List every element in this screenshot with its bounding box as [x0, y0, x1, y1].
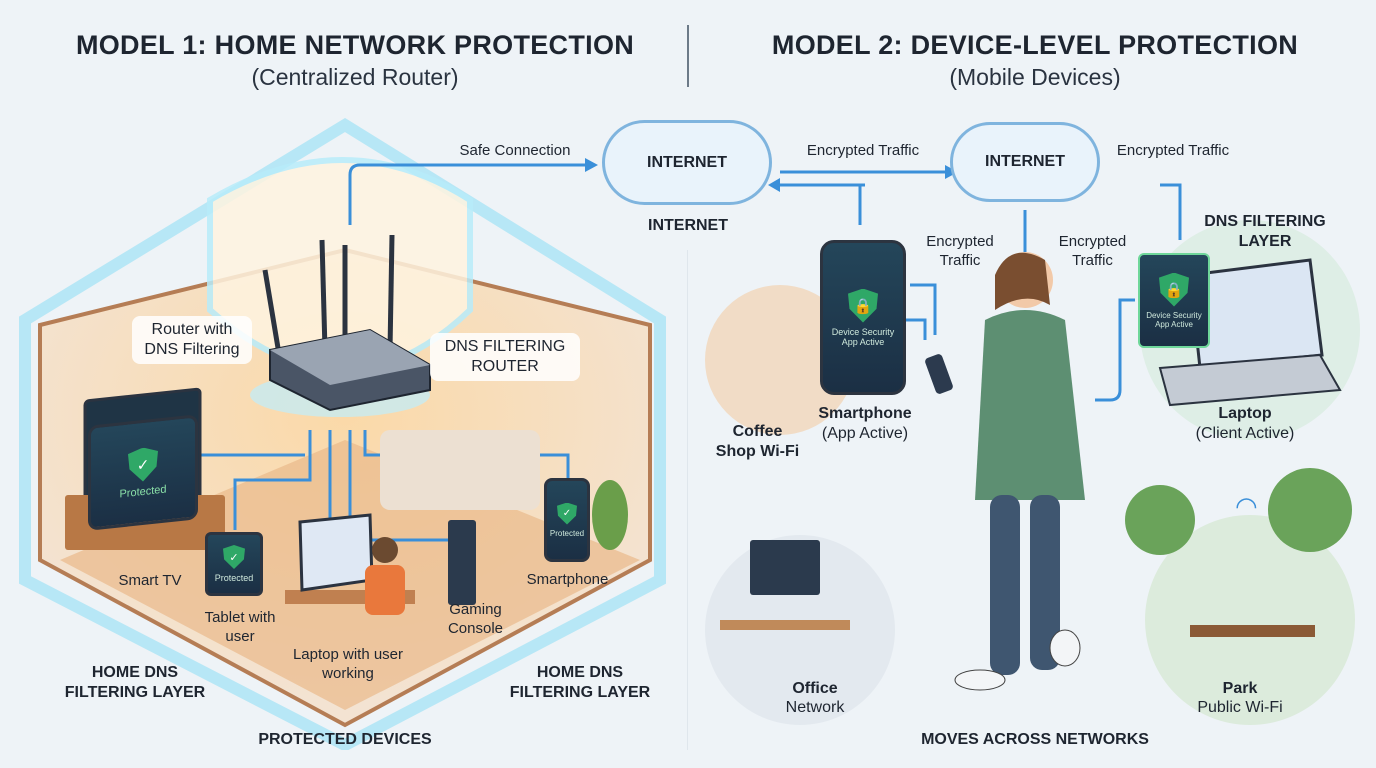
encrypted-mid-1: Encrypted Traffic [926, 233, 994, 269]
sofa [380, 430, 540, 510]
model1-title: MODEL 1: HOME NETWORK PROTECTION [75, 30, 635, 60]
label-tablet: Tablet with user [204, 609, 276, 645]
footer-protected-devices: PROTECTED DEVICES [258, 731, 432, 748]
layer-left-label: HOME DNS FILTERING LAYER [64, 664, 206, 701]
smartphone-device: 🔒 Device Security App Active [820, 240, 906, 395]
label-console: Gaming Console [447, 601, 504, 637]
internet-label: INTERNET [985, 153, 1065, 170]
coffee-shop-label: Coffee Shop Wi-Fi [715, 423, 800, 460]
shield-check-icon: ✓ [128, 446, 158, 483]
office-sub: Network [785, 699, 845, 716]
wifi-icon: ◠ [1235, 491, 1258, 521]
park-label: Park [1222, 680, 1258, 697]
person-body [365, 565, 405, 615]
label-smartphone: Smartphone [526, 571, 609, 588]
office-label: Office [792, 680, 838, 697]
woman-walking-icon [925, 252, 1085, 691]
laptop-label: Laptop [1218, 405, 1272, 422]
laptop-sub: (Client Active) [1195, 425, 1295, 442]
protected-label: Protected [549, 528, 585, 538]
smartphone-label: Smartphone [818, 405, 912, 422]
arrow-head [585, 158, 598, 172]
model2-subtitle: (Mobile Devices) [949, 64, 1121, 90]
person-icon [372, 537, 398, 563]
lock-shield-icon: 🔒 [1159, 272, 1189, 307]
internet-cloud-2: INTERNET [950, 122, 1100, 202]
safe-connection-label: Safe Connection [459, 142, 571, 159]
tree-icon [1268, 468, 1352, 552]
divider [687, 25, 689, 87]
label-smart-tv: Smart TV [118, 572, 182, 589]
internet-cloud-1: INTERNET [602, 120, 772, 205]
router-icon [250, 234, 431, 417]
arrow-head [768, 178, 780, 192]
glow-boundary [19, 117, 666, 750]
layer-right-label: HOME DNS FILTERING LAYER [509, 664, 651, 701]
tablet-screen: ✓ Protected [205, 532, 263, 596]
laptop-security-badge: 🔒 Device Security App Active [1138, 253, 1210, 348]
shield-check-icon: ✓ [557, 502, 577, 525]
plant-icon [592, 480, 628, 550]
smartphone-sub: (App Active) [821, 425, 909, 442]
model2-title: MODEL 2: DEVICE-LEVEL PROTECTION [771, 30, 1299, 60]
footer-moves-across-networks: MOVES ACROSS NETWORKS [921, 731, 1149, 748]
park-sub: Public Wi-Fi [1197, 699, 1283, 716]
internet-below-label: INTERNET [648, 217, 728, 234]
protected-label: Protected [214, 573, 254, 583]
internet-label: INTERNET [647, 153, 727, 171]
laptop-icon [298, 513, 374, 592]
protected-label: Protected [119, 483, 167, 500]
router-tag: DNS FILTERING ROUTER [430, 333, 580, 381]
divider-lower [687, 250, 688, 750]
router-label: Router with DNS Filtering [132, 316, 252, 364]
dns-layer-label: DNS FILTERING LAYER [1204, 213, 1326, 250]
lock-shield-icon: 🔒 [848, 288, 878, 323]
tree-icon [1125, 485, 1195, 555]
park-bench [1190, 625, 1315, 637]
encrypted-top-2: Encrypted Traffic [1116, 142, 1230, 159]
shield-check-icon: ✓ [223, 545, 245, 569]
laptop-keyboard [1158, 353, 1342, 407]
laptop-badge: Device Security App Active [1146, 310, 1202, 329]
model1-subtitle: (Centralized Router) [251, 64, 459, 90]
office-desk [720, 620, 850, 630]
encrypted-mid-2: Encrypted Traffic [1058, 233, 1127, 269]
label-laptop: Laptop with user working [292, 646, 404, 682]
park-scene [1145, 515, 1355, 725]
phone-badge: Device Security App Active [831, 326, 895, 347]
encrypted-top-1: Encrypted Traffic [806, 142, 920, 159]
tv-screen: ✓ Protected [88, 414, 198, 531]
office-monitor [750, 540, 820, 595]
console-icon [448, 520, 476, 605]
coffee-shop-scene [705, 285, 855, 435]
phone-screen: ✓ Protected [544, 478, 590, 562]
